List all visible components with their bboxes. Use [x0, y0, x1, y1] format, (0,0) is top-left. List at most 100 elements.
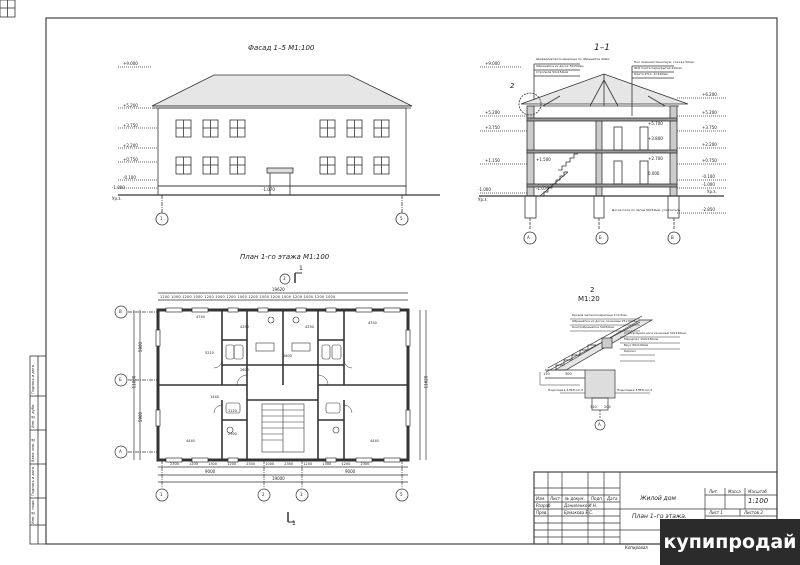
detail-axis-label: А — [598, 422, 601, 427]
row-header: Изм. — [536, 496, 546, 501]
sheet-label: Лист 1 — [709, 510, 723, 515]
room-dim: 1440 — [210, 395, 219, 399]
room-dim: 4440 — [186, 439, 195, 443]
section-level-right: -1.000 — [702, 182, 715, 187]
room-dim: 2800 — [283, 354, 292, 358]
facade-level: +9.000 — [123, 61, 138, 66]
checked-label: Пров. — [536, 510, 548, 515]
plan-dim: 9000 — [205, 469, 216, 474]
section-note: Стропила 50х150мм — [536, 70, 569, 74]
developed-label: Разраб. — [536, 503, 552, 508]
watermark-badge[interactable]: купипродай — [660, 519, 800, 565]
section-note: Ж/б плита перекрытия 220мм — [634, 66, 682, 70]
section-inner-mark: +3.800 — [648, 136, 663, 141]
detail-note: Стропильная нога сечением 50х150мм — [624, 331, 686, 335]
facade-level: +3.750 — [123, 123, 138, 128]
room-dim: 4740 — [196, 315, 205, 319]
plan-section-mark: 1 — [292, 520, 296, 527]
plan-row-label: А — [119, 449, 122, 454]
section-level-left: Ур.з. — [478, 197, 488, 202]
room-dim: 4250 — [305, 325, 314, 329]
section-drawing — [479, 63, 726, 245]
sheets-label: Листов 3 — [744, 510, 763, 515]
plan-bottom-dims: 2300 1200 1300 1200 2300 1000 2300 1200 … — [170, 462, 370, 466]
project-name: Жилой дом — [640, 495, 677, 502]
section-note: Обрешётка из досок 50х50мм — [536, 64, 584, 68]
facade-level: +0.750 — [123, 157, 138, 162]
section-inner-mark: -1.070 — [536, 186, 549, 191]
room-dim: 4440 — [370, 439, 379, 443]
title-block-lines — [533, 471, 778, 545]
detail-note: Брус 50х100мм — [624, 343, 649, 347]
facade-axis-label: 5 — [400, 216, 403, 221]
facade-level: -0.100 — [123, 175, 136, 180]
col-header: Лит. — [709, 489, 719, 494]
detail-number: 2 — [590, 286, 595, 294]
section-level-left: +9.000 — [485, 61, 500, 66]
section-level-right: +2.200 — [702, 142, 717, 147]
room-dim: 2600 — [240, 368, 249, 372]
row-header: № докум. — [565, 496, 585, 501]
facade-level: +5.200 — [123, 103, 138, 108]
plan-row-label: Б — [119, 377, 122, 382]
stamp-cell: Подпись и дата — [31, 467, 35, 496]
row-header: Лист — [550, 496, 561, 501]
room-dim: 4250 — [240, 325, 249, 329]
plan-col-label: 2 — [262, 492, 265, 497]
plan-dim: 11000 — [131, 375, 137, 389]
section-note: Шифер/металлочерепица по обрешётке 20мм — [536, 57, 610, 61]
detail-scale: М1:20 — [578, 295, 600, 303]
stamp-cell: Инв. № дубл. — [31, 403, 35, 428]
detail-note: Обрешётка из досок сечением 25х100мм — [572, 319, 638, 323]
section-level-right: +5.200 — [702, 110, 717, 115]
col-header: Масштаб — [748, 489, 768, 494]
section-axis-label: А — [527, 235, 530, 240]
detail-dim: 300 — [565, 372, 572, 376]
checker-name: Ермакова Е.С. — [564, 510, 594, 515]
plan-dim: 19000 — [272, 476, 285, 481]
plan-col-label: 3 — [300, 492, 303, 497]
section-level-right: +0.750 — [702, 158, 717, 163]
plan-dim: 11620 — [423, 375, 429, 389]
stamp-cell: Инв. № подл. — [31, 499, 35, 524]
section-level-left: +5.200 — [485, 110, 500, 115]
section-title: 1–1 — [594, 43, 610, 53]
room-dim: 5210 — [205, 351, 214, 355]
plan-dim: 5900 — [138, 411, 144, 423]
facade-windows — [0, 0, 16, 18]
stamp-cell: Подпись и дата — [31, 365, 35, 394]
copied-label: Копировал — [625, 545, 648, 550]
plan-dim: 5900 — [138, 341, 144, 353]
detail-note: Подкладка 3ЛКН-12-4 — [617, 388, 652, 392]
plan-dim: 9000 — [345, 469, 356, 474]
row-header: Подп. — [591, 496, 604, 501]
watermark-text: купипродай — [663, 531, 797, 553]
facade-level: -1.000 — [112, 185, 125, 190]
facade-title: Фасад 1–5 М1:100 — [248, 44, 315, 52]
section-level-right: -0.100 — [702, 174, 715, 179]
detail-drawing — [539, 315, 680, 431]
plan-dim: 19620 — [272, 287, 285, 292]
section-inner-mark: 0.000 — [648, 171, 660, 176]
plan-top-dims: 1200 1000 1200 1000 1200 1000 1200 1000 … — [160, 295, 336, 299]
plan-col-label: 5 — [400, 492, 403, 497]
plan-row-label: В — [119, 309, 122, 314]
row-header: Дата — [607, 496, 618, 501]
scale-value: 1:100 — [748, 497, 769, 505]
section-inner-mark: +1.500 — [536, 157, 551, 162]
sheet-name: План 1–го этажа. — [632, 513, 687, 520]
stamp-cell: Взам. инв. № — [31, 437, 35, 462]
detail-note: Кровля металлочерепица t=0.5мм — [572, 313, 627, 317]
section-level-left: +3.750 — [485, 125, 500, 130]
plan-title: План 1-го этажа М1:100 — [240, 253, 330, 261]
room-dim: 1120 — [228, 409, 237, 413]
detail-note: Подкладка 3ЛКН-12-4 — [548, 388, 583, 392]
section-level-right: +3.750 — [702, 125, 717, 130]
detail-note: Кирпич — [624, 349, 636, 353]
plan-section-mark: 1 — [299, 265, 303, 272]
section-level-right: -2.850 — [702, 207, 715, 212]
detail-note: Мауэрлат 150х150мм — [624, 337, 658, 341]
facade-drawing — [118, 66, 440, 226]
